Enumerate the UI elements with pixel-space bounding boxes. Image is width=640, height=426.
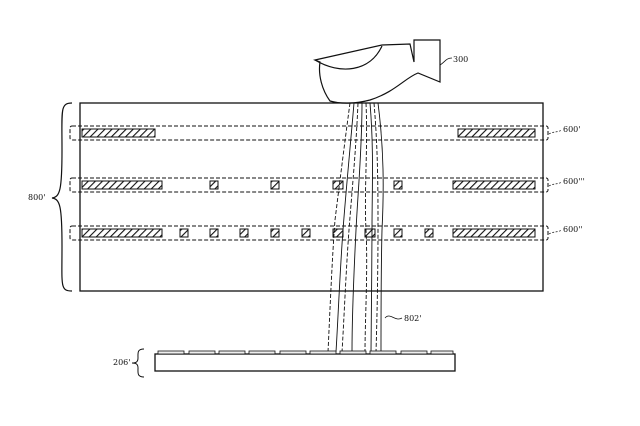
label-600-top: 600' xyxy=(563,125,581,134)
layer-600-top xyxy=(69,125,549,141)
finger-300 xyxy=(312,39,453,104)
label-600-mid: 600''' xyxy=(563,177,585,186)
stack-800 xyxy=(79,102,544,292)
label-300: 300 xyxy=(453,55,469,64)
layer-600-mid xyxy=(69,177,549,193)
substrate-206 xyxy=(154,350,456,372)
label-206: 206' xyxy=(113,358,131,367)
leader-lines xyxy=(548,129,563,235)
light-paths-802 xyxy=(327,102,403,353)
label-800: 800' xyxy=(28,193,46,202)
label-802: 802' xyxy=(404,314,422,323)
electrodes xyxy=(81,128,536,238)
brace-206 xyxy=(131,348,145,378)
layer-600-bottom xyxy=(69,225,549,241)
layer-bands xyxy=(69,125,549,241)
brace-800 xyxy=(51,102,73,292)
label-600-bottom: 600'' xyxy=(563,225,583,234)
